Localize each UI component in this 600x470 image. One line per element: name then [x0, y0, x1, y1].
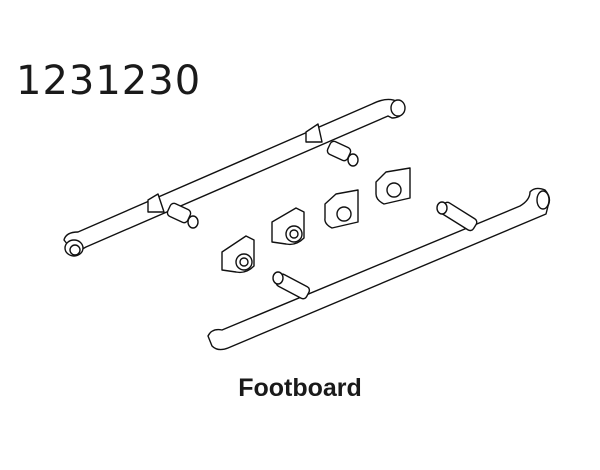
- top-rail: [63, 98, 406, 257]
- top-rail-pin-left: [166, 202, 199, 229]
- part-number: 1231230: [16, 58, 202, 104]
- bottom-rail-pin-right: [436, 201, 478, 232]
- bracket-1: [221, 235, 255, 274]
- bottom-rail: [207, 187, 551, 351]
- bracket-3: [324, 189, 359, 229]
- bracket-2: [271, 207, 305, 246]
- top-rail-pin-right: [326, 140, 359, 167]
- bottom-rail-pin-left: [272, 271, 311, 300]
- bracket-4: [375, 167, 411, 205]
- caption: Footboard: [238, 374, 362, 402]
